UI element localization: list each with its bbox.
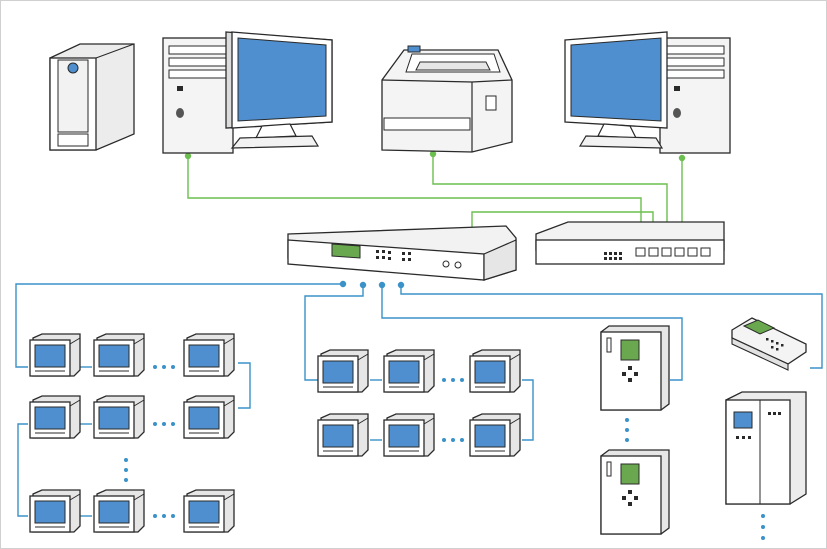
desktop-computer-icon	[564, 31, 731, 154]
panel-meter-icon	[29, 333, 81, 377]
rs485-bus-links	[15, 280, 823, 517]
handheld-terminal-icon	[731, 317, 807, 371]
panel-meter-icon	[383, 413, 435, 457]
printer-icon	[381, 45, 513, 153]
continuation-dots	[124, 365, 765, 540]
protection-relay-icon	[600, 449, 670, 535]
panel-meter-icon	[93, 333, 145, 377]
panel-meter-icon	[383, 349, 435, 393]
panel-meter-icon	[317, 349, 369, 393]
rack-gateway-icon	[287, 225, 517, 281]
switchgear-cabinet-icon	[725, 391, 807, 505]
panel-meter-icon	[29, 395, 81, 439]
ups-icon	[49, 43, 135, 151]
panel-meter-icon	[469, 413, 521, 457]
panel-meter-icon	[183, 333, 235, 377]
panel-meter-icon	[183, 395, 235, 439]
panel-meter-icon	[93, 395, 145, 439]
protection-relay-icon	[600, 325, 670, 411]
panel-meter-icon	[317, 413, 369, 457]
panel-meter-icon	[469, 349, 521, 393]
panel-meter-icon	[93, 489, 145, 533]
panel-meter-icon	[183, 489, 235, 533]
panel-meter-icon	[29, 489, 81, 533]
ethernet-switch-icon	[535, 221, 725, 265]
desktop-computer-icon	[162, 31, 333, 154]
